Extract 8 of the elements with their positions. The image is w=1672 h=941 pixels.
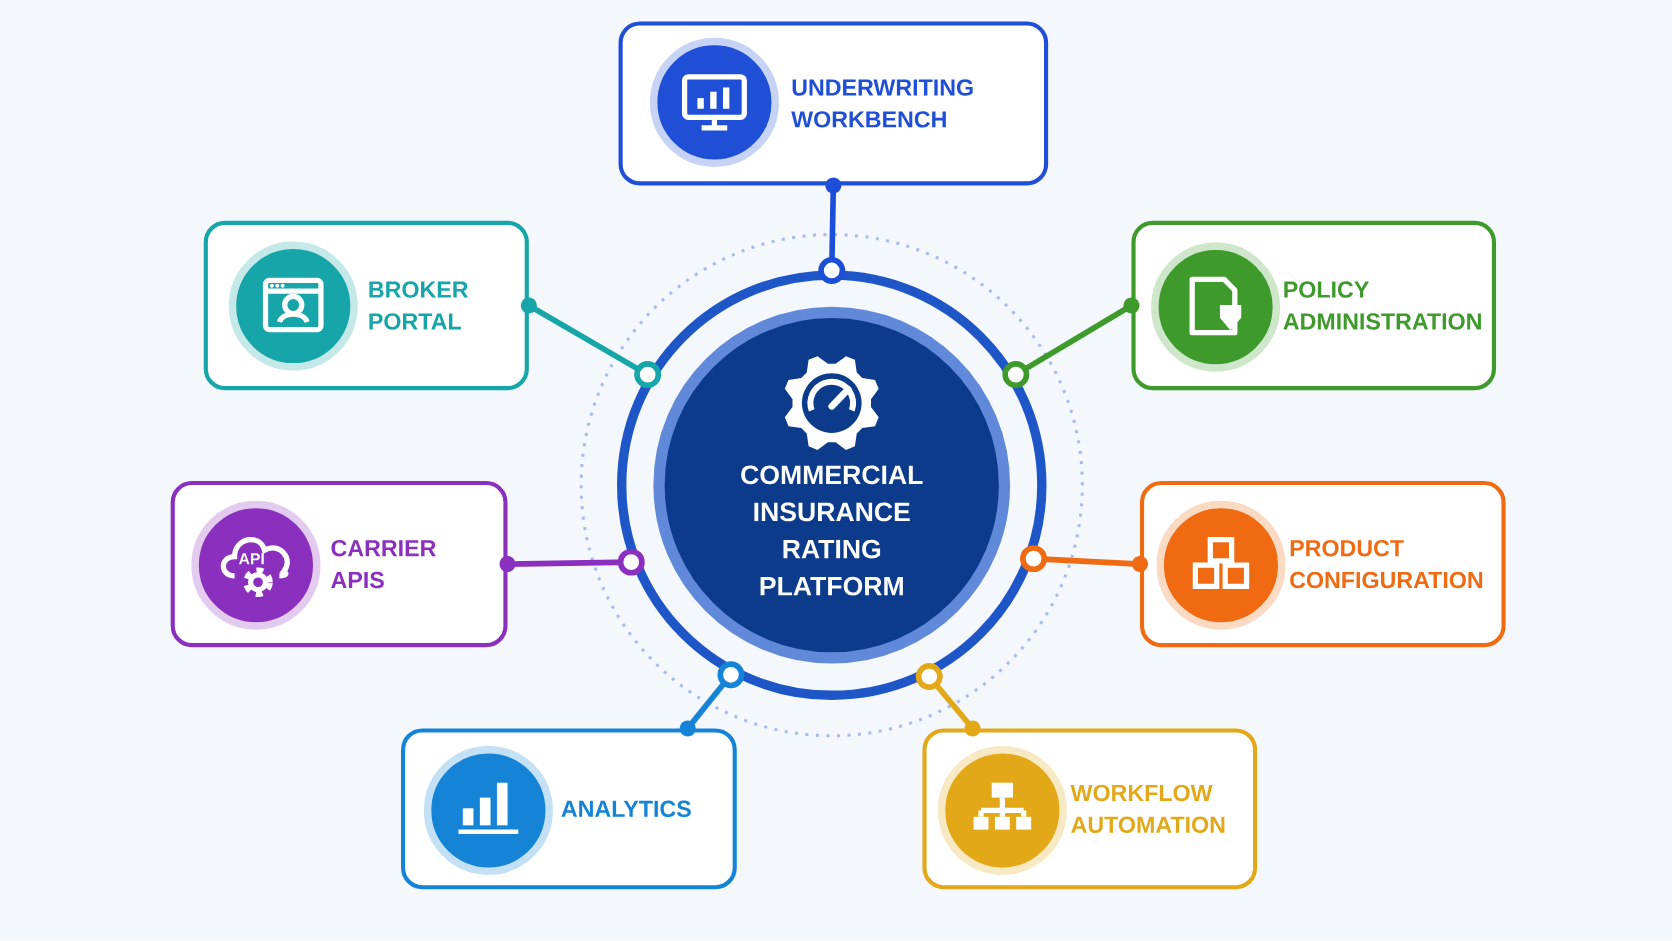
connector-line bbox=[915, 663, 981, 737]
connector-line bbox=[679, 661, 745, 737]
icon-label: API bbox=[238, 553, 264, 565]
connector-line bbox=[1020, 545, 1148, 573]
connector-line bbox=[499, 548, 645, 576]
connector-line bbox=[520, 297, 662, 389]
connector-line bbox=[1002, 297, 1140, 389]
connector-line bbox=[818, 177, 846, 285]
